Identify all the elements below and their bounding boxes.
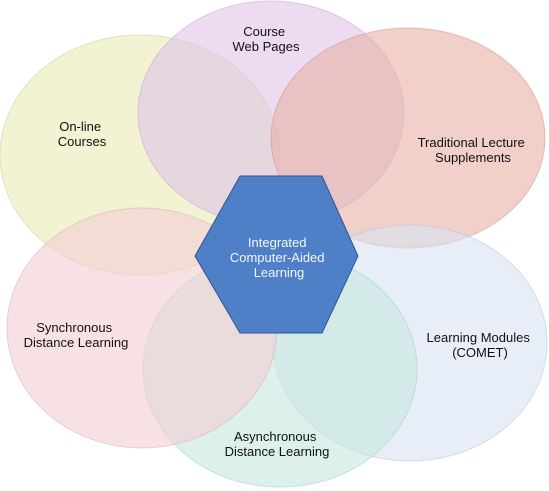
- course-web-pages-label: Course Web Pages: [233, 24, 300, 54]
- synchronous-distance-learning-line-1: Synchronous: [36, 320, 112, 335]
- online-courses-line-2: Courses: [58, 134, 107, 149]
- learning-modules-comet-label: Learning Modules (COMET): [427, 330, 534, 360]
- center-label-line-2: Computer-Aided: [230, 250, 325, 265]
- petal-labels: On-line Courses Course Web Pages Traditi…: [24, 24, 534, 459]
- center-label: Integrated Computer-Aided Learning: [230, 235, 328, 280]
- traditional-lecture-supplements-line-1: Traditional Lecture: [418, 135, 525, 150]
- synchronous-distance-learning-label: Synchronous Distance Learning: [24, 320, 129, 350]
- center-hexagon: [194, 175, 359, 334]
- learning-modules-comet-line-2: (COMET): [452, 345, 508, 360]
- course-web-pages-line-1: Course: [243, 24, 285, 39]
- learning-modules-comet-line-1: Learning Modules: [427, 330, 531, 345]
- course-web-pages-line-2: Web Pages: [233, 39, 300, 54]
- online-courses-label: On-line Courses: [58, 119, 107, 149]
- center-label-line-3: Learning: [254, 265, 305, 280]
- traditional-lecture-supplements-line-2: Supplements: [435, 150, 511, 165]
- online-courses-line-1: On-line: [59, 119, 101, 134]
- center-label-line-1: Integrated: [248, 235, 307, 250]
- asynchronous-distance-learning-line-1: Asynchronous: [234, 429, 317, 444]
- synchronous-distance-learning-line-2: Distance Learning: [24, 335, 129, 350]
- asynchronous-distance-learning-label: Asynchronous Distance Learning: [225, 429, 330, 459]
- asynchronous-distance-learning-line-2: Distance Learning: [225, 444, 330, 459]
- traditional-lecture-supplements-label: Traditional Lecture Supplements: [418, 135, 529, 165]
